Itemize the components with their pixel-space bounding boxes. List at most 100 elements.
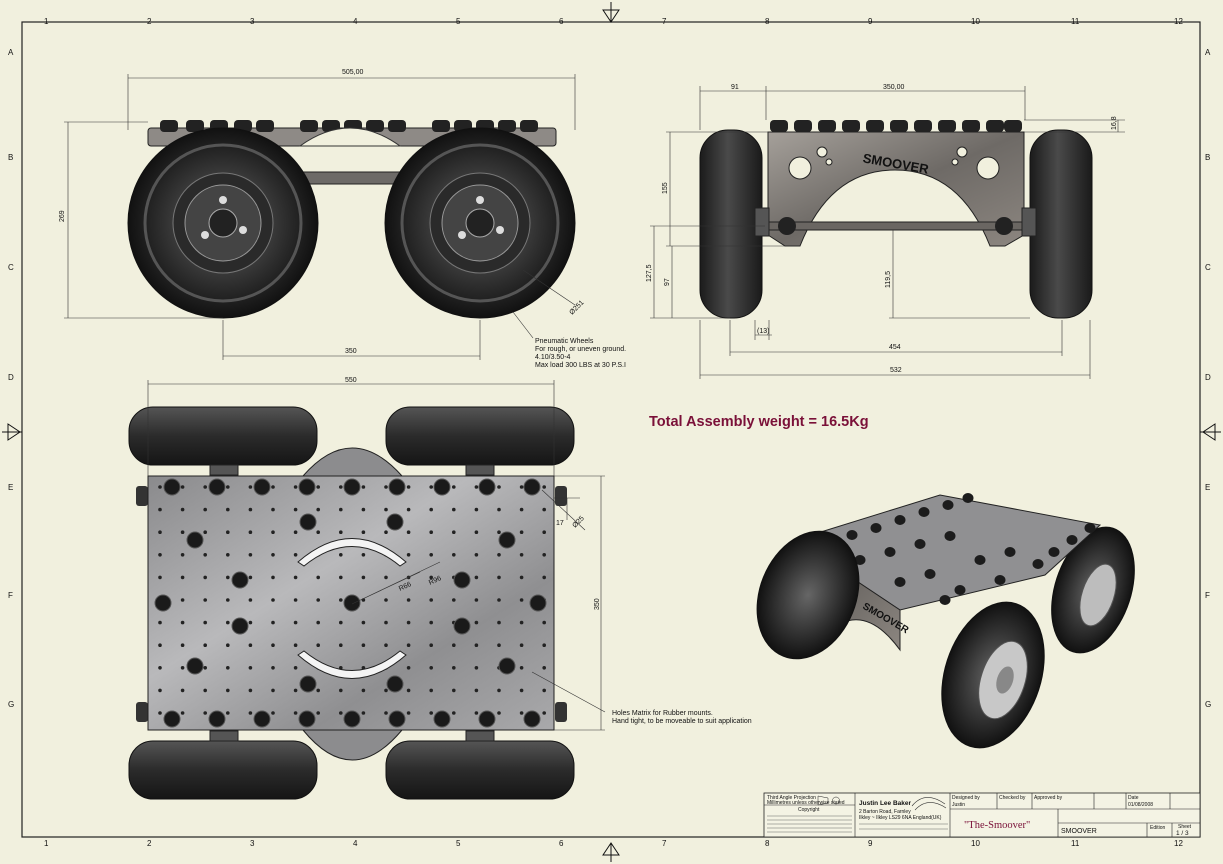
rubber-mount xyxy=(498,531,516,549)
mount-hole xyxy=(519,575,524,580)
zone-col-8-bottom: 8 xyxy=(765,839,770,848)
mount-hole xyxy=(497,553,501,557)
mount-hole xyxy=(519,643,524,647)
tb-approved-by-label: Approved by xyxy=(1034,795,1063,801)
mount-hole xyxy=(339,666,343,670)
iso-rubber-mount xyxy=(914,539,926,549)
side-wheel-right xyxy=(1021,129,1093,319)
dim-side-155: 155 xyxy=(662,182,669,194)
mount-hole xyxy=(158,507,162,512)
mount-hole xyxy=(429,553,434,557)
tb-date-label: Date xyxy=(1128,795,1139,801)
iso-wheel-front-right xyxy=(941,601,1045,749)
rubber-mount xyxy=(388,710,406,728)
mount-hole xyxy=(293,620,298,625)
mount-hole xyxy=(271,507,275,512)
iso-rubber-mount xyxy=(894,577,906,587)
iso-rubber-mount xyxy=(1048,547,1060,557)
side-wheel-left xyxy=(699,129,770,319)
rubber-mount xyxy=(154,594,172,612)
mount-hole xyxy=(474,575,479,580)
mount-hole xyxy=(542,553,546,557)
mount-hole xyxy=(226,485,230,489)
mount-hole xyxy=(248,575,253,580)
mount-hole xyxy=(339,643,343,647)
iso-rubber-mount xyxy=(954,585,966,595)
mount-hole xyxy=(429,666,434,670)
mount-hole xyxy=(158,666,162,670)
mount-hole xyxy=(339,507,343,512)
mount-hole xyxy=(384,643,388,647)
rubber-mount xyxy=(498,657,516,675)
mount-hole xyxy=(542,485,546,489)
zone-row-a: A xyxy=(8,48,14,57)
mount-hole xyxy=(203,575,207,580)
mount-hole xyxy=(180,553,185,557)
mount-hole xyxy=(384,507,388,512)
mount-hole xyxy=(542,688,546,693)
rubber-mount xyxy=(523,710,541,728)
mount-hole xyxy=(542,643,546,647)
assembly-weight-heading: Total Assembly weight = 16.5Kg xyxy=(649,414,869,430)
rubber-mount xyxy=(433,710,451,728)
mount-hole xyxy=(226,553,230,557)
iso-rubber-mount xyxy=(942,500,954,510)
rubber-mount xyxy=(298,710,316,728)
mount-hole xyxy=(497,711,501,715)
mount-hole xyxy=(497,643,501,647)
zone-col-5: 5 xyxy=(456,17,461,26)
tb-company-line3: Ilkley ~ Ilkley LS29 6NA England(UK) xyxy=(859,815,942,821)
rubber-mount xyxy=(299,675,317,693)
tb-part-name: SMOOVER xyxy=(1061,828,1097,835)
mount-hole xyxy=(384,530,388,534)
tb-copyright: Copyright xyxy=(798,807,820,813)
mount-hole xyxy=(271,575,275,580)
mount-hole xyxy=(406,598,411,602)
rubber-mount xyxy=(343,478,361,496)
iso-rubber-mount xyxy=(1066,535,1078,545)
zone-col-11-bottom: 11 xyxy=(1071,839,1080,848)
mount-hole xyxy=(452,711,456,715)
tb-sheet-label: Sheet xyxy=(1178,824,1192,830)
zone-col-3: 3 xyxy=(250,17,255,26)
iso-rubber-mount xyxy=(924,569,936,579)
top-view: 550 350 17 Ø25 R66 R96 xyxy=(128,377,606,800)
zone-col-7: 7 xyxy=(662,17,667,26)
zone-col-10-bottom: 10 xyxy=(971,839,980,848)
mount-hole xyxy=(519,553,524,557)
mount-hole xyxy=(339,620,343,625)
mount-hole xyxy=(316,688,321,693)
rubber-mount xyxy=(523,478,541,496)
dim-side-frame-width: 350,00 xyxy=(883,84,905,91)
mount-hole xyxy=(226,711,230,715)
mount-hole xyxy=(519,711,524,715)
holes-note-line1: Holes Matrix for Rubber mounts. xyxy=(612,710,713,717)
zone-col-11: 11 xyxy=(1071,17,1080,26)
mount-hole xyxy=(293,666,298,670)
mount-hole xyxy=(519,598,524,602)
rubber-mount xyxy=(453,617,471,635)
dim-side-top-height: 16,8 xyxy=(1111,116,1118,130)
iso-rubber-mount xyxy=(962,493,974,503)
front-wheel-left xyxy=(127,127,319,319)
mount-hole xyxy=(316,507,321,512)
mount-hole xyxy=(180,666,185,670)
mount-hole xyxy=(406,643,411,647)
zone-col-2: 2 xyxy=(147,17,152,26)
mount-hole xyxy=(452,485,456,489)
zone-row-f-right: F xyxy=(1205,591,1210,600)
mount-hole xyxy=(339,485,343,489)
zone-row-d-right: D xyxy=(1205,373,1211,382)
zone-col-3-bottom: 3 xyxy=(250,839,255,848)
mount-hole xyxy=(226,620,230,625)
mount-hole xyxy=(519,485,524,489)
tb-checked-by-label: Checked by xyxy=(999,795,1026,801)
mount-hole xyxy=(542,507,546,512)
iso-rubber-mount xyxy=(1004,547,1016,557)
projection-symbol-icon xyxy=(817,795,840,806)
mount-hole xyxy=(542,575,546,580)
zone-row-g-right: G xyxy=(1205,700,1211,709)
hole-matrix xyxy=(154,478,547,728)
wheel-note-line2: For rough, or uneven ground. xyxy=(535,346,626,353)
